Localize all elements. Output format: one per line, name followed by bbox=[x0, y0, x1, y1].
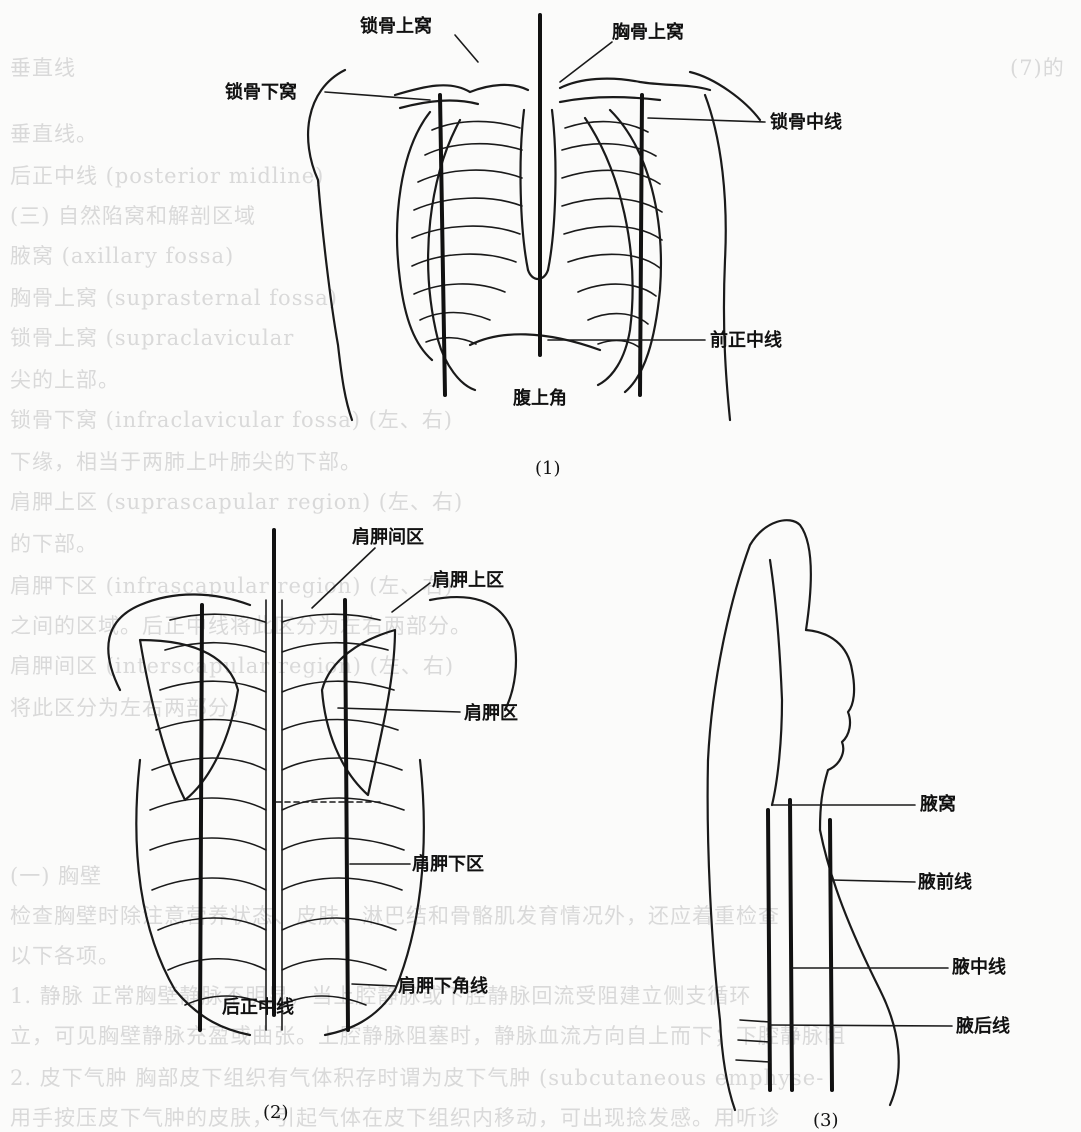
label-scapular-region: 肩胛区 bbox=[464, 702, 518, 724]
label-posterior-midline: 后正中线 bbox=[222, 996, 294, 1018]
label-posterior-axillary-line: 腋后线 bbox=[955, 1015, 1010, 1037]
figure-1-anterior-chest bbox=[308, 15, 765, 420]
figure-2-caption: (2) bbox=[263, 1102, 289, 1123]
label-anterior-midline: 前正中线 bbox=[710, 329, 782, 351]
label-supraclavicular-fossa: 锁骨上窝 bbox=[360, 15, 432, 37]
label-interscapular-region: 肩胛间区 bbox=[352, 526, 424, 548]
label-anterior-axillary-line: 腋前线 bbox=[917, 871, 972, 893]
label-infrasternal-angle: 腹上角 bbox=[513, 387, 567, 409]
figure-3-lateral-view bbox=[708, 520, 952, 1110]
label-midclavicular-line: 锁骨中线 bbox=[770, 111, 842, 133]
figure-2-posterior-chest bbox=[108, 530, 516, 1035]
label-suprascapular-region: 肩胛上区 bbox=[432, 569, 504, 591]
figure-1-caption: (1) bbox=[535, 458, 561, 479]
label-scapular-angle-line: 肩胛下角线 bbox=[398, 975, 488, 997]
label-infrascapular-region: 肩胛下区 bbox=[412, 853, 484, 875]
label-midaxillary-line: 腋中线 bbox=[951, 956, 1006, 978]
label-infraclavicular-fossa: 锁骨下窝 bbox=[225, 81, 297, 103]
label-suprasternal-fossa: 胸骨上窝 bbox=[612, 21, 684, 43]
label-axillary-fossa: 腋窝 bbox=[919, 793, 956, 815]
figure-3-caption: (3) bbox=[813, 1110, 839, 1131]
